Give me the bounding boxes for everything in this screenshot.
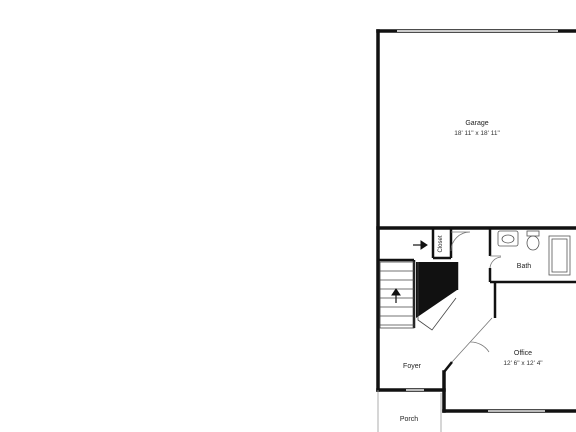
stair-arrow-icon	[413, 240, 428, 250]
interior-walls	[378, 228, 576, 373]
wall-office-angle-low	[443, 361, 453, 373]
foyer-label: Foyer	[403, 363, 422, 370]
stair-winder	[417, 262, 457, 331]
shower-icon	[548, 235, 571, 276]
door-office	[451, 317, 493, 363]
door-closet	[450, 231, 471, 252]
walls	[376, 29, 576, 413]
porch-outline	[377, 390, 442, 432]
toilet-icon	[526, 230, 540, 251]
stairs	[379, 261, 415, 329]
doors	[406, 231, 545, 412]
stair-arrow-icon	[391, 288, 401, 303]
porch-label: Porch	[400, 416, 418, 423]
closet-label: Closet	[438, 235, 444, 252]
bath-label: Bath	[517, 263, 532, 270]
office-dims: 12' 6" x 12' 4"	[503, 360, 543, 367]
sink-icon	[497, 230, 519, 247]
garage-label: Garage	[465, 120, 488, 127]
door-bath	[489, 255, 502, 269]
garage-dims: 18' 11" x 18' 11"	[454, 130, 500, 137]
stair-core	[416, 262, 457, 318]
office-label: Office	[514, 350, 532, 357]
